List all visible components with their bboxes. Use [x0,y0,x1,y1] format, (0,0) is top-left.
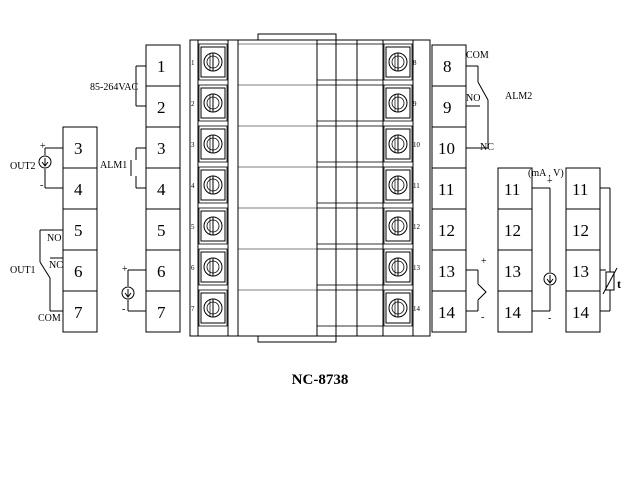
tc-minus: - [481,312,484,323]
alm2-label: ALM2 [505,91,532,102]
module-right-number: 10 [413,141,421,149]
ma-v-block: 11 12 13 14 (mA , V) + - [497,167,564,333]
rtd-block: 11 12 13 14 t [565,167,621,333]
terminal-1: 1 [157,57,166,76]
ma-v-terminal-13: 13 [504,262,521,281]
alm2-no-label: NO [466,93,480,104]
out2-source-icon [38,155,52,169]
ma-v-source-icon [543,272,557,286]
out1-terminal-box [62,208,98,333]
out2-terminal-3: 3 [74,139,83,158]
module-left-number: 6 [191,264,195,272]
power-label: 85-264VAC [90,82,138,93]
left-screw-terminal-icon [200,292,226,324]
right-screw-terminal-icon [385,128,411,160]
rtd-terminal-12: 12 [572,221,589,240]
module-right-number: 12 [413,223,421,231]
out1-terminal-6: 6 [74,262,83,281]
right-screw-terminal-icon [385,169,411,201]
left-screw-terminal-icon [200,251,226,283]
module-right-number: 11 [413,182,420,190]
module-left-number: 3 [191,141,195,149]
input-source-icon [121,286,135,300]
rtd-terminal-13: 13 [572,262,589,281]
alm2-relay-contact-icon [477,81,489,101]
left-terminal-strip: 1 2 3 4 5 6 7 85-264VAC ALM1 + - [90,44,181,333]
right-screw-terminal-icon [385,251,411,283]
right-terminal-strip: 11 12 13 14 + - [431,167,487,333]
out1-relay-contact-icon [39,261,51,279]
ma-v-label: (mA , V) [528,168,564,179]
terminal-7: 7 [157,303,166,322]
alm2-terminal-box [431,44,467,169]
module-right-number: 13 [413,264,421,272]
module-top-latch [257,33,337,41]
right-screw-terminal-icon [385,46,411,78]
alm2-nc-label: NC [480,142,494,153]
module-left-number: 1 [191,59,195,67]
out1-no-label: NO [47,233,61,244]
left-screw-terminal-icon [200,87,226,119]
module-left-number: 4 [191,182,195,190]
out1-com-label: COM [38,313,61,324]
module-right-number: 9 [413,100,417,108]
module-right-number: 8 [413,59,417,67]
module-left-number: 5 [191,223,195,231]
terminal-3: 3 [157,139,166,158]
terminal-8: 8 [443,57,452,76]
right-screw-terminal-icon [385,292,411,324]
ma-v-terminal-12: 12 [504,221,521,240]
terminal-11: 11 [438,180,454,199]
input-plus: + [122,264,128,275]
terminal-5: 5 [157,221,166,240]
left-screw-terminal-icon [200,128,226,160]
tc-plus: + [481,256,487,267]
terminal-9: 9 [443,98,452,117]
ma-v-plus: + [547,176,553,187]
module-left-number: 7 [191,305,195,313]
out1-label: OUT1 [10,265,36,276]
alm2-block: 8 9 10 COM NO NC ALM2 [431,44,532,169]
out2-label: OUT2 [10,161,36,172]
left-screw-terminal-icon [200,46,226,78]
module-right-number: 14 [413,305,421,313]
out2-terminal-4: 4 [74,180,83,199]
thermocouple-icon [477,283,487,301]
right-screw-terminal-icon [385,87,411,119]
out1-nc-label: NC [49,260,63,271]
ma-v-terminal-11: 11 [504,180,520,199]
module-bottom-latch [257,335,337,343]
terminal-4: 4 [157,180,166,199]
out-block: 3 4 5 6 7 + - OUT2 NO NC COM OUT1 [10,126,98,333]
module-left-number: 2 [191,100,195,108]
input-minus: - [122,304,125,315]
rtd-terminal-11: 11 [572,180,588,199]
terminal-13: 13 [438,262,455,281]
terminal-2: 2 [157,98,166,117]
rtd-terminal-14: 14 [572,303,590,322]
alm1-label: ALM1 [100,160,127,171]
ma-v-minus: - [548,313,551,324]
terminal-12: 12 [438,221,455,240]
left-screw-terminal-icon [200,210,226,242]
terminal-10: 10 [438,139,455,158]
terminal-14: 14 [438,303,456,322]
left-screw-terminal-icon [200,169,226,201]
out1-terminal-5: 5 [74,221,83,240]
input-terminal-box [145,208,181,333]
right-screw-terminal-icon [385,210,411,242]
out1-terminal-7: 7 [74,303,83,322]
alm2-com-label: COM [466,50,489,61]
out2-minus: - [40,180,43,191]
terminal-6: 6 [157,262,166,281]
controller-module: 1 8 2 9 3 10 4 11 5 12 6 13 7 14 [189,33,431,343]
ma-v-terminal-14: 14 [504,303,522,322]
model-title: NC-8738 [292,372,349,388]
rtd-label: t [617,277,621,291]
out2-plus: + [40,141,46,152]
